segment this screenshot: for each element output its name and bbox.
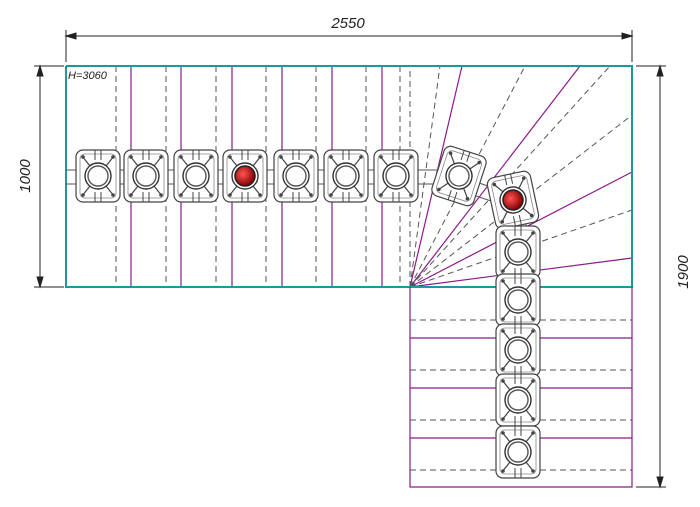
support-module	[486, 170, 540, 230]
modular-supports	[75, 145, 541, 479]
support-module	[495, 373, 541, 427]
support-module	[273, 149, 319, 203]
support-module	[222, 149, 268, 203]
support-module	[75, 149, 121, 203]
dimension-lines	[34, 30, 666, 489]
highlighted-support-marker	[234, 165, 256, 187]
support-module	[431, 145, 487, 207]
support-module	[495, 323, 541, 377]
lower-flight-outline	[409, 287, 633, 488]
highlighted-support-marker	[502, 189, 524, 211]
left-height-dimension-label: 1000	[17, 159, 34, 193]
central-column	[66, 169, 527, 460]
support-module	[495, 273, 541, 327]
support-module	[495, 425, 541, 479]
support-module	[123, 149, 169, 203]
support-module	[323, 149, 369, 203]
support-module	[495, 225, 541, 279]
support-module	[173, 149, 219, 203]
right-height-dimension-label: 1900	[675, 255, 692, 289]
height-label: H=3060	[68, 70, 108, 82]
support-module	[373, 149, 419, 203]
width-dimension-label: 2550	[330, 15, 365, 32]
